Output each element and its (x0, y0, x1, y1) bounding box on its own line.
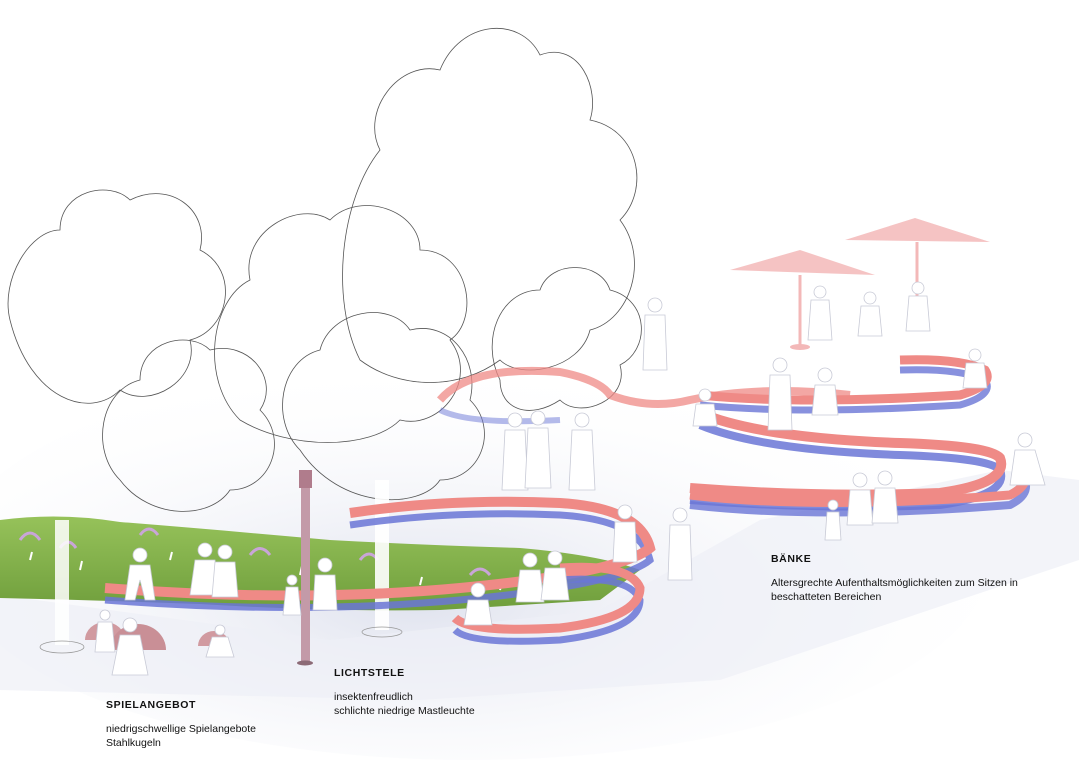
person-silhouette (540, 550, 570, 601)
caption-line: schlichte niedrige Mastleuchte (334, 704, 475, 717)
caption-line: beschatteten Bereichen (771, 590, 882, 603)
person-silhouette (524, 410, 552, 489)
person-silhouette (94, 609, 116, 653)
person-silhouette (871, 470, 899, 524)
deciduous-tree-outline (282, 312, 485, 501)
parasol (730, 250, 875, 350)
person-silhouette (211, 544, 239, 598)
person-silhouette (667, 507, 693, 581)
person-silhouette (515, 552, 545, 603)
caption-line: Altersgrechte Aufenthaltsmöglichkeiten z… (771, 577, 1018, 589)
person-silhouette (807, 285, 833, 341)
person-silhouette (857, 291, 883, 337)
person-silhouette (612, 504, 638, 563)
deciduous-tree-outline (342, 27, 638, 383)
people-silhouettes (94, 281, 1046, 676)
deciduous-tree-outline (214, 205, 468, 443)
person-silhouette (501, 412, 529, 491)
parasol (845, 218, 990, 305)
caption-line: niedrigschwellige Spielangebote (106, 723, 257, 735)
parasols (730, 218, 990, 350)
caption-title: SPIELANGEBOT (106, 699, 197, 711)
caption-baenke: BÄNKE Altersgrechte Aufenthaltsmöglichke… (771, 553, 1018, 604)
bench-ring (451, 562, 645, 645)
light-post (297, 470, 313, 666)
caption-lichtstele: LICHTSTELE insektenfreudlich schlichte n… (334, 667, 475, 718)
person-silhouette (205, 624, 235, 658)
person-silhouette (767, 357, 793, 431)
caption-title: LICHTSTELE (334, 667, 405, 679)
person-silhouette (846, 472, 874, 526)
person-silhouette (124, 547, 156, 601)
person-silhouette (568, 412, 596, 491)
caption-line: insektenfreudlich (334, 691, 413, 703)
tree-canopy-outlines (7, 27, 642, 512)
person-silhouette (1009, 432, 1046, 486)
person-silhouette (111, 617, 149, 676)
deciduous-tree-outline (7, 189, 226, 404)
bench-ring (699, 355, 992, 414)
person-silhouette (282, 574, 302, 616)
person-silhouette (962, 348, 988, 389)
caption-spielangebot: SPIELANGEBOT niedrigschwellige Spielange… (106, 699, 256, 750)
person-silhouette (463, 582, 493, 626)
caption-title: BÄNKE (771, 553, 812, 565)
person-silhouette (824, 499, 842, 541)
person-silhouette (905, 281, 931, 332)
deciduous-tree-outline (102, 339, 275, 512)
caption-line: Stahlkugeln (106, 736, 161, 749)
deciduous-tree-outline (491, 267, 642, 411)
person-silhouette (642, 297, 668, 371)
person-silhouette (811, 367, 839, 416)
person-silhouette (189, 542, 221, 596)
person-silhouette (312, 557, 338, 611)
person-silhouette (692, 388, 718, 427)
